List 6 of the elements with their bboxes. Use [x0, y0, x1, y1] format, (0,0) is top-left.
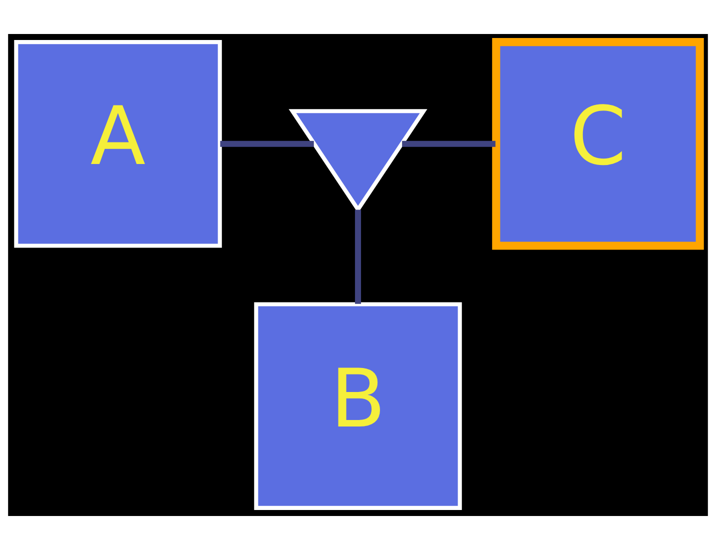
connector [402, 140, 496, 146]
connector [354, 209, 362, 304]
connector [220, 140, 314, 146]
node-box: A [14, 40, 222, 248]
node-box: C [492, 38, 704, 250]
node-box: B [254, 302, 462, 510]
